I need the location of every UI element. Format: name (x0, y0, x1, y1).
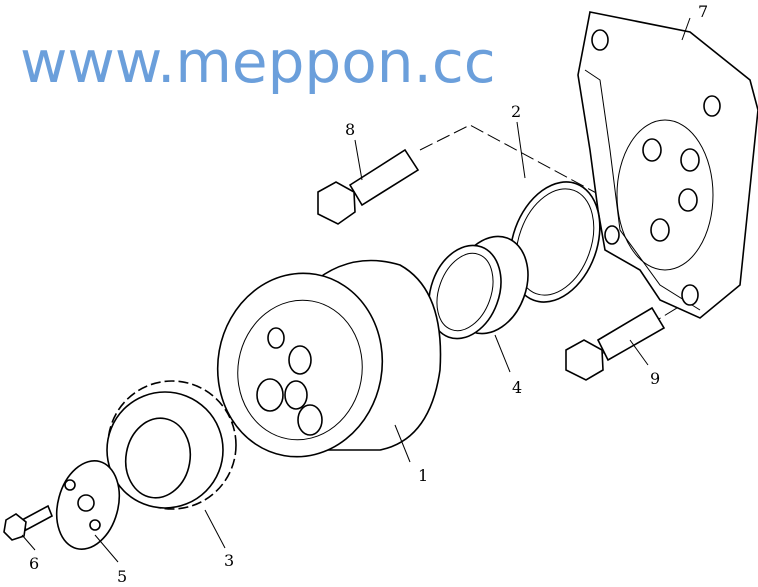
part-4-bushing (428, 235, 529, 340)
part-5-thrust-plate (55, 460, 121, 550)
leader-lines (21, 17, 691, 563)
label-part-1: 1 (418, 466, 428, 485)
watermark: www.meppon.cc (20, 28, 496, 96)
label-part-4: 4 (512, 378, 522, 397)
label-part-7: 7 (698, 2, 708, 21)
label-part-5: 5 (117, 567, 127, 586)
label-part-2: 2 (511, 102, 521, 121)
label-part-8: 8 (345, 120, 355, 139)
label-part-6: 6 (29, 554, 39, 573)
part-7-mounting-plate (577, 11, 758, 319)
label-part-9: 9 (650, 369, 660, 388)
part-3-gear (106, 380, 237, 510)
part-9-bolt (565, 306, 666, 381)
part-6-bolt (3, 504, 54, 541)
part-8-bolt (317, 148, 420, 225)
part-1-pump-body (216, 259, 442, 458)
part-2-o-ring (509, 181, 601, 303)
label-part-3: 3 (224, 551, 234, 570)
